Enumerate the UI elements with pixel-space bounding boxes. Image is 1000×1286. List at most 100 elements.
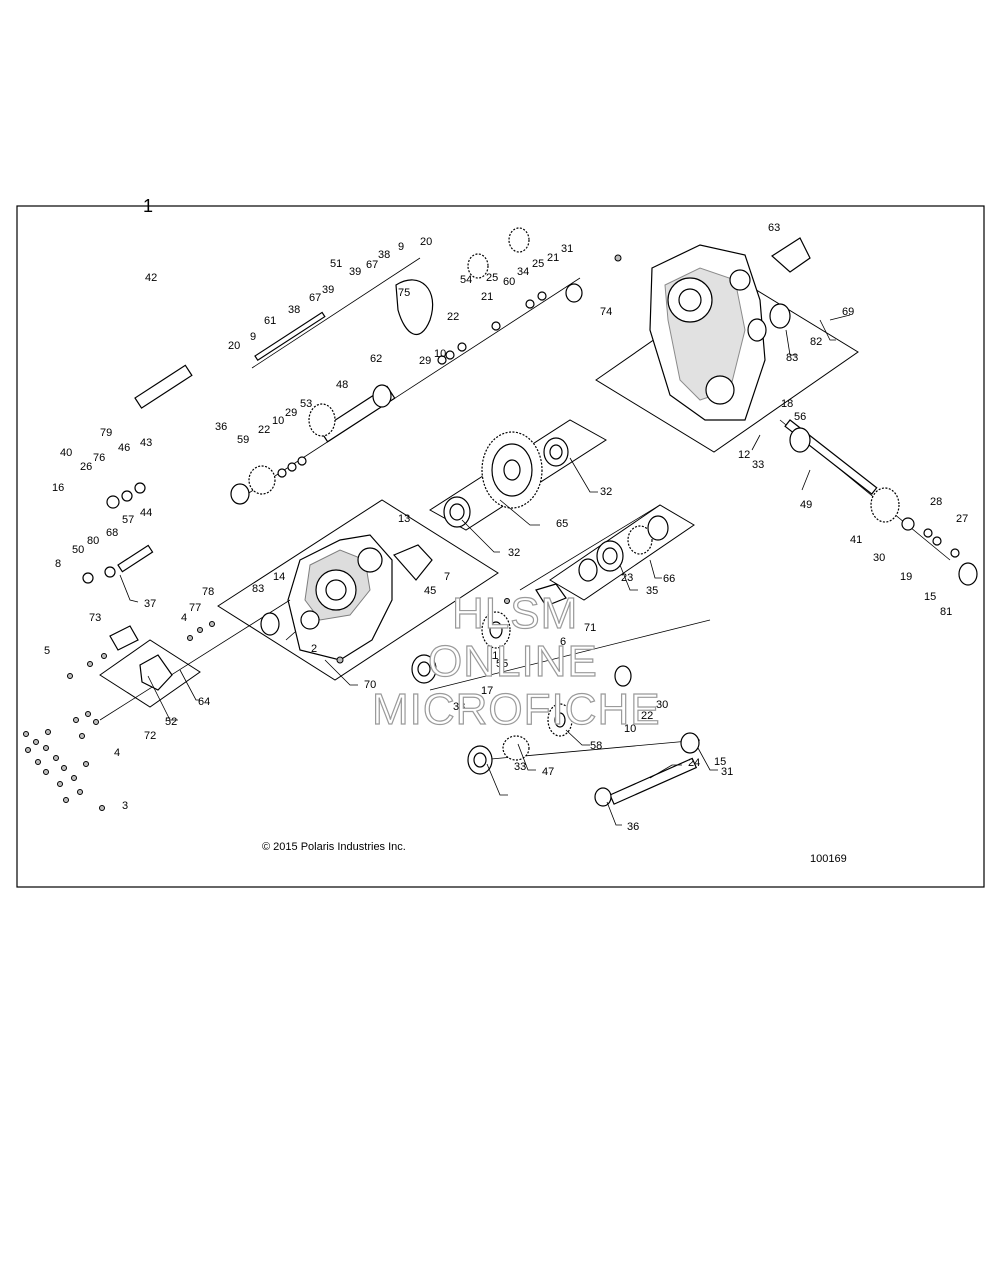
callout-77: 77: [189, 602, 201, 614]
callout-22-2: 22: [447, 311, 459, 323]
watermark-line-1: HLSM: [452, 589, 578, 638]
callout-76: 76: [93, 452, 105, 464]
callout-4-2: 4: [181, 612, 187, 624]
callout-33-2: 33: [453, 701, 465, 713]
callout-47: 47: [542, 766, 554, 778]
watermark: HLSM ONLINE MICROFICHE: [371, 588, 661, 734]
callout-36-2: 36: [627, 821, 639, 833]
watermark-line-3: MICROFICHE: [372, 685, 661, 734]
callout-68: 68: [106, 527, 118, 539]
callout-25-2: 25: [532, 258, 544, 270]
transmission-case-left: [287, 534, 393, 661]
callout-73: 73: [89, 612, 101, 624]
callout-50: 50: [72, 544, 84, 556]
callout-54: 54: [460, 274, 472, 286]
leader-lines: [119, 314, 851, 826]
callout-62: 62: [370, 353, 382, 365]
callout-43: 43: [140, 437, 152, 449]
callout-64: 64: [198, 696, 210, 708]
callout-24: 24: [688, 757, 700, 769]
callout-58: 58: [590, 740, 602, 752]
callout-18: 18: [781, 398, 793, 410]
callout-10-3: 10: [624, 723, 636, 735]
callout-61: 61: [264, 315, 276, 327]
callout-38: 38: [288, 304, 300, 316]
callout-44: 44: [140, 507, 152, 519]
callout-69: 69: [842, 306, 854, 318]
callout-81: 81: [940, 606, 952, 618]
callout-42: 42: [145, 272, 157, 284]
callout-53: 53: [300, 398, 312, 410]
callout-67: 67: [309, 292, 321, 304]
callout-63: 63: [768, 222, 780, 234]
copyright-text: © 2015 Polaris Industries Inc.: [262, 841, 406, 853]
callout-52: 52: [165, 716, 177, 728]
callout-25: 25: [486, 272, 498, 284]
callout-11: 11: [487, 650, 498, 662]
callout-37: 37: [144, 598, 156, 610]
callout-4: 4: [114, 747, 120, 759]
callout-14: 14: [273, 571, 285, 583]
callout-78: 78: [202, 586, 214, 598]
callout-66: 66: [663, 573, 675, 585]
callout-60: 60: [503, 276, 515, 288]
watermark-line-2: ONLINE: [428, 637, 598, 686]
callout-22: 22: [258, 424, 270, 436]
callout-21: 21: [481, 291, 493, 303]
callout-16: 16: [52, 482, 64, 494]
callout-82: 82: [810, 336, 822, 348]
callout-26: 26: [80, 461, 92, 473]
callout-83: 83: [252, 583, 264, 595]
callout-80: 80: [87, 535, 99, 547]
bolts: [23, 254, 622, 811]
callout-79: 79: [100, 427, 112, 439]
callout-3: 3: [122, 800, 128, 812]
callout-10: 10: [272, 415, 284, 427]
figure-id: 100169: [810, 853, 847, 865]
group-box-64: [99, 639, 201, 708]
callout-83-2: 83: [786, 352, 798, 364]
callout-9: 9: [250, 331, 256, 343]
callout-55: 55: [496, 658, 508, 670]
callout-41: 41: [850, 534, 862, 546]
callout-20: 20: [228, 340, 240, 352]
callout-72: 72: [144, 730, 156, 742]
callout-15: 15: [714, 756, 726, 768]
callout-70: 70: [364, 679, 376, 691]
callout-35: 35: [646, 585, 658, 597]
callout-45: 45: [424, 585, 436, 597]
callout-5: 5: [44, 645, 50, 657]
gears-and-bearings: [82, 227, 978, 807]
callout-2: 2: [311, 643, 317, 655]
callout-23: 23: [621, 572, 633, 584]
callout-39: 39: [322, 284, 334, 296]
callout-30: 30: [873, 552, 885, 564]
callout-27: 27: [956, 513, 968, 525]
callout-67-2: 67: [366, 259, 378, 271]
callout-46: 46: [118, 442, 130, 454]
callout-40: 40: [60, 447, 72, 459]
callout-29-2: 29: [419, 355, 431, 367]
callout-19: 19: [900, 571, 912, 583]
callout-38-2: 38: [378, 249, 390, 261]
callout-48: 48: [336, 379, 348, 391]
callout-30-2: 30: [656, 699, 668, 711]
callout-32-2: 32: [508, 547, 520, 559]
callout-56: 56: [794, 411, 806, 423]
callout-28: 28: [930, 496, 942, 508]
callout-32: 32: [600, 486, 612, 498]
assembly-number: 1: [143, 196, 153, 216]
callout-21-2: 21: [547, 252, 559, 264]
callout-51: 51: [330, 258, 342, 270]
callout-33: 33: [752, 459, 764, 471]
callout-74: 74: [600, 306, 612, 318]
callout-65: 65: [556, 518, 568, 530]
callout-59: 59: [237, 434, 249, 446]
callout-15-2: 15: [924, 591, 936, 603]
callout-29: 29: [285, 407, 297, 419]
transmission-case-right: [649, 244, 766, 421]
callout-31: 31: [561, 243, 573, 255]
callout-17: 17: [481, 685, 493, 697]
callout-22-3: 22: [641, 710, 653, 722]
